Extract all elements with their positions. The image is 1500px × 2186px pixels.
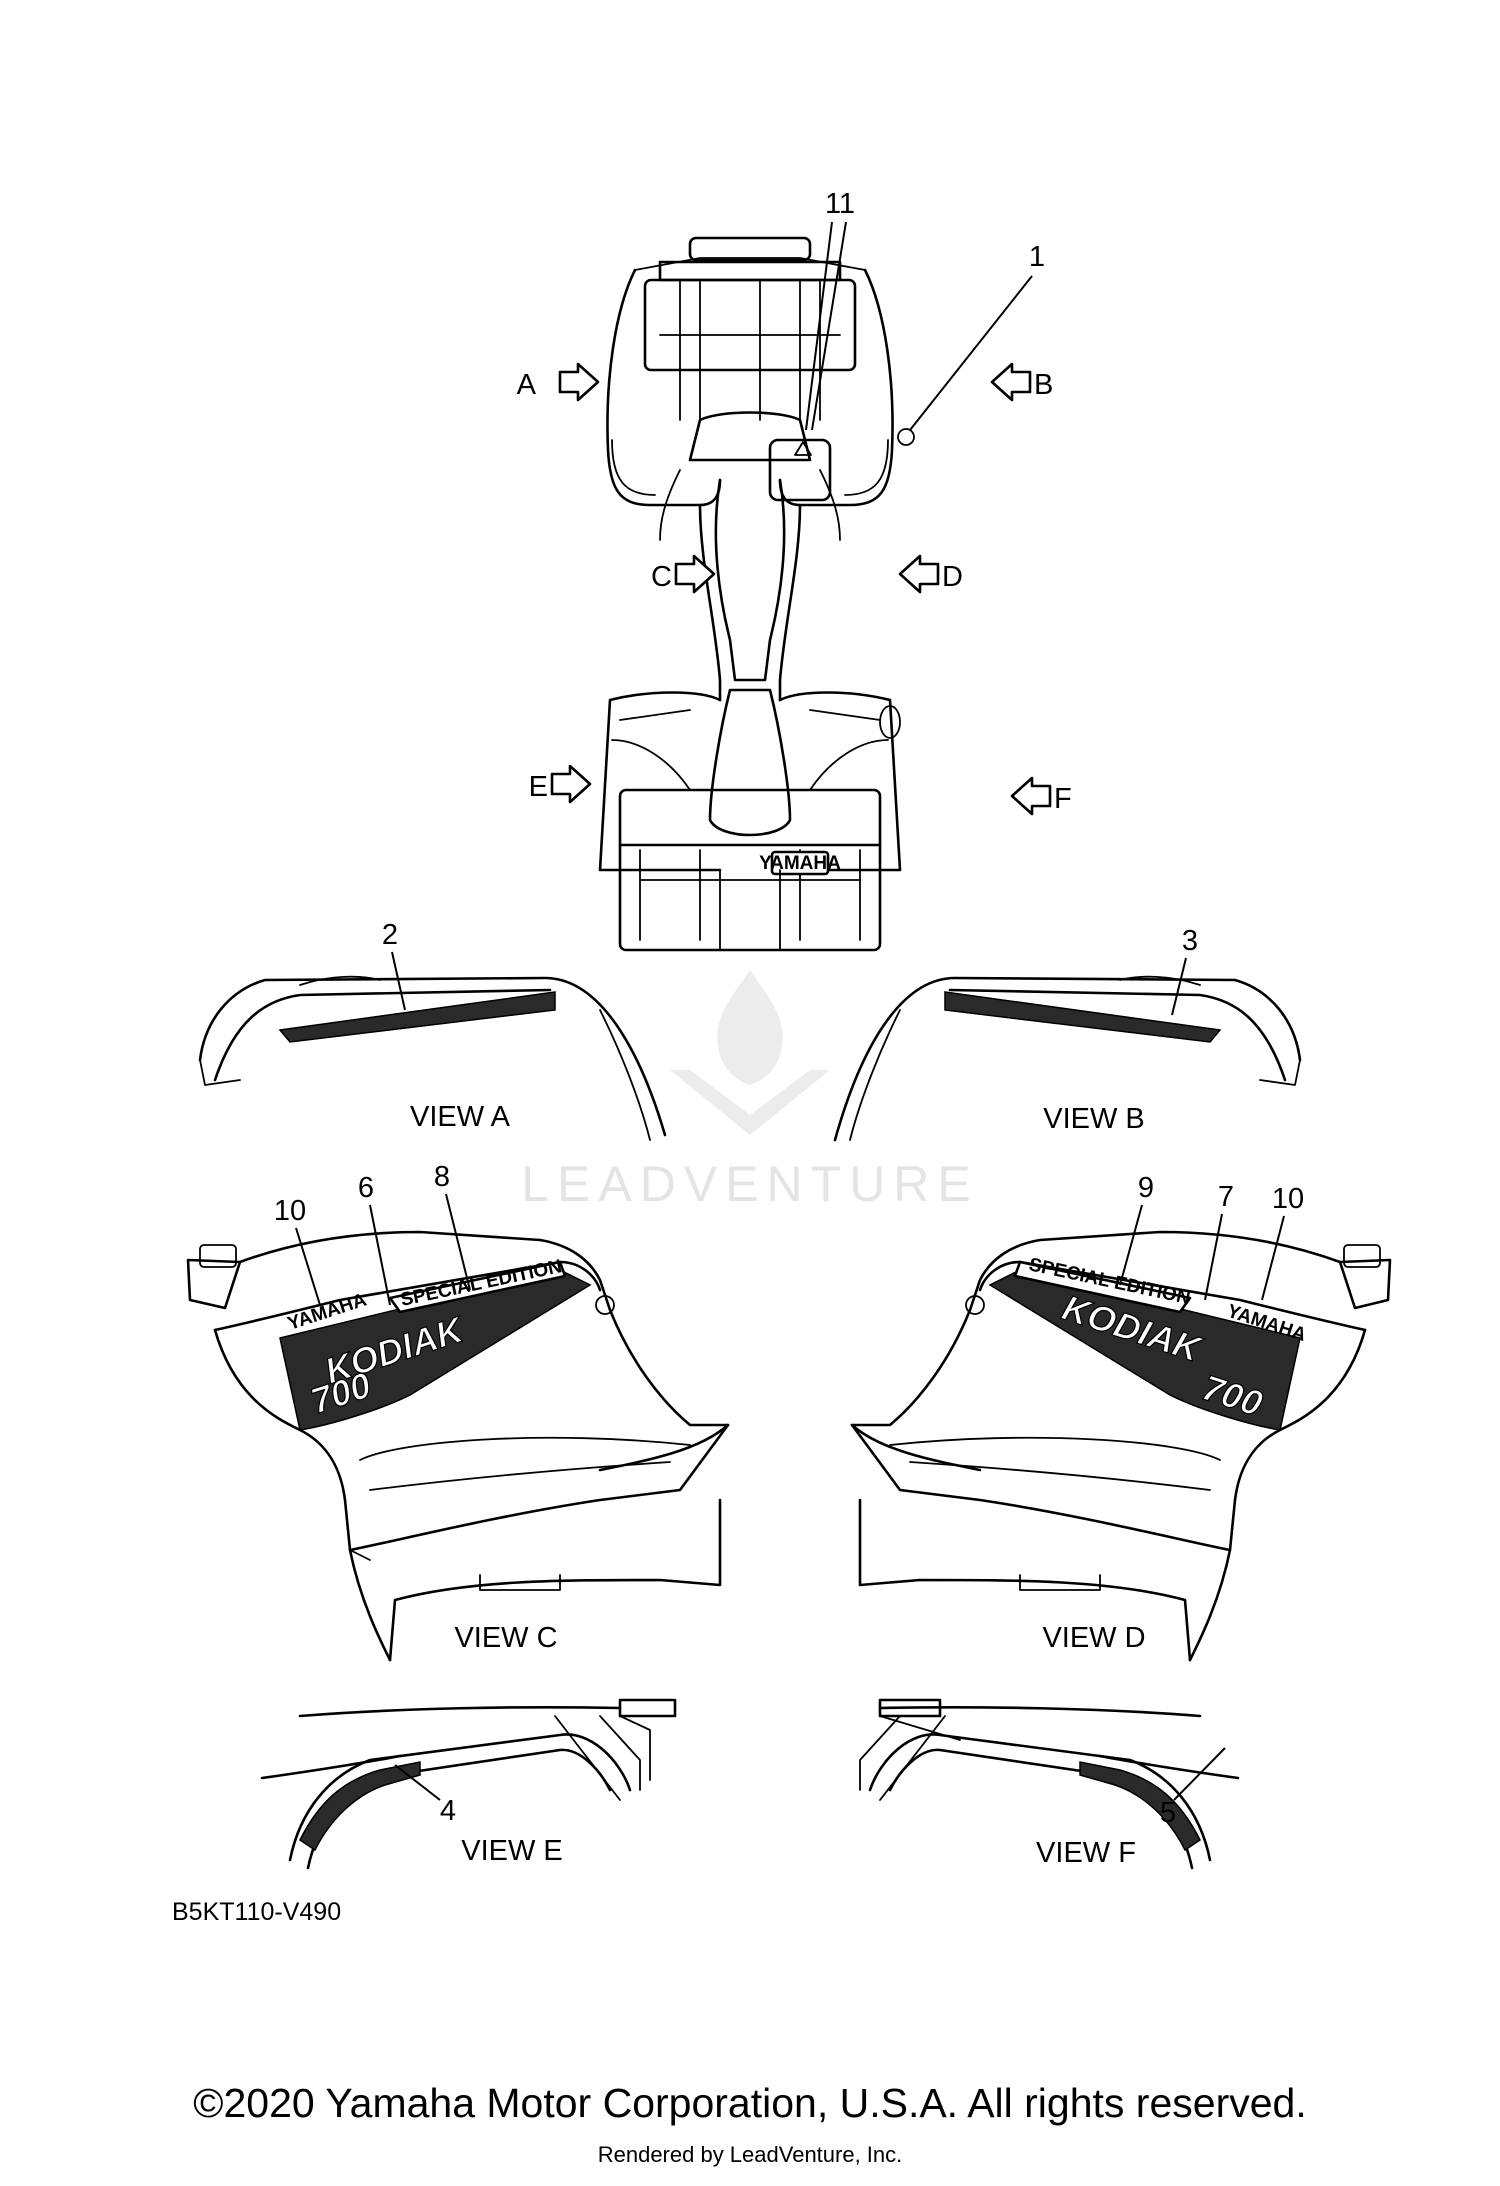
view-b-label: VIEW B [1043, 1103, 1145, 1135]
arrow-right-icon [550, 764, 592, 804]
view-e-drawing [260, 1698, 677, 1870]
view-e-label: VIEW E [461, 1835, 563, 1867]
view-c-drawing: KODIAK 700 SPECIAL EDITION YAMAHA [186, 1230, 730, 1662]
svg-text:C: C [651, 561, 672, 593]
arrow-right-icon [558, 362, 600, 402]
view-f-label: VIEW F [1036, 1837, 1136, 1869]
arrow-e: E [529, 764, 592, 804]
arrow-a: A [517, 362, 600, 402]
arrow-left-icon [898, 554, 940, 594]
callout-1: 1 [1029, 241, 1045, 273]
rack-badge: YAMAHA [759, 853, 841, 874]
callout-3: 3 [1182, 925, 1198, 957]
callout-10-right: 10 [1272, 1183, 1304, 1215]
view-a-drawing [198, 975, 667, 1141]
copyright-notice: ©2020 Yamaha Motor Corporation, U.S.A. A… [193, 2080, 1307, 2126]
view-arrows: A B C D E F [517, 362, 1072, 816]
svg-text:B: B [1034, 369, 1053, 401]
view-c-label: VIEW C [454, 1622, 557, 1654]
arrow-left-icon [1010, 776, 1052, 816]
callout-6: 6 [358, 1172, 374, 1204]
leadventure-watermark: LEADVENTURE [470, 960, 1030, 1213]
rendered-by-notice: Rendered by LeadVenture, Inc. [597, 2142, 903, 2167]
callout-10-left: 10 [274, 1195, 306, 1227]
view-d-drawing: KODIAK 700 SPECIAL EDITION YAMAHA [850, 1230, 1392, 1662]
arrow-d: D [898, 554, 963, 594]
atv-top-view: YAMAHA [598, 236, 915, 952]
view-b-drawing [833, 975, 1302, 1142]
svg-text:D: D [942, 561, 963, 593]
flame-logo-icon [670, 970, 830, 1135]
diagram-code: B5KT110-V490 [172, 1898, 341, 1926]
callout-2: 2 [382, 919, 398, 951]
view-d-label: VIEW D [1042, 1622, 1145, 1654]
watermark-text: LEADVENTURE [521, 1156, 979, 1212]
svg-text:A: A [517, 369, 537, 401]
callout-4: 4 [440, 1795, 456, 1827]
callout-8: 8 [434, 1161, 450, 1193]
view-a-label: VIEW A [410, 1101, 511, 1133]
arrow-left-icon [990, 362, 1032, 402]
svg-text:E: E [529, 771, 548, 803]
callout-7: 7 [1218, 1181, 1234, 1213]
arrow-c: C [651, 554, 716, 594]
callout-11: 11 [825, 188, 855, 220]
arrow-right-icon [674, 554, 716, 594]
svg-text:F: F [1054, 783, 1072, 815]
arrow-b: B [990, 362, 1053, 402]
callout-5: 5 [1160, 1797, 1176, 1829]
view-f-drawing [859, 1698, 1240, 1870]
callout-9: 9 [1138, 1172, 1154, 1204]
arrow-f: F [1010, 776, 1072, 816]
